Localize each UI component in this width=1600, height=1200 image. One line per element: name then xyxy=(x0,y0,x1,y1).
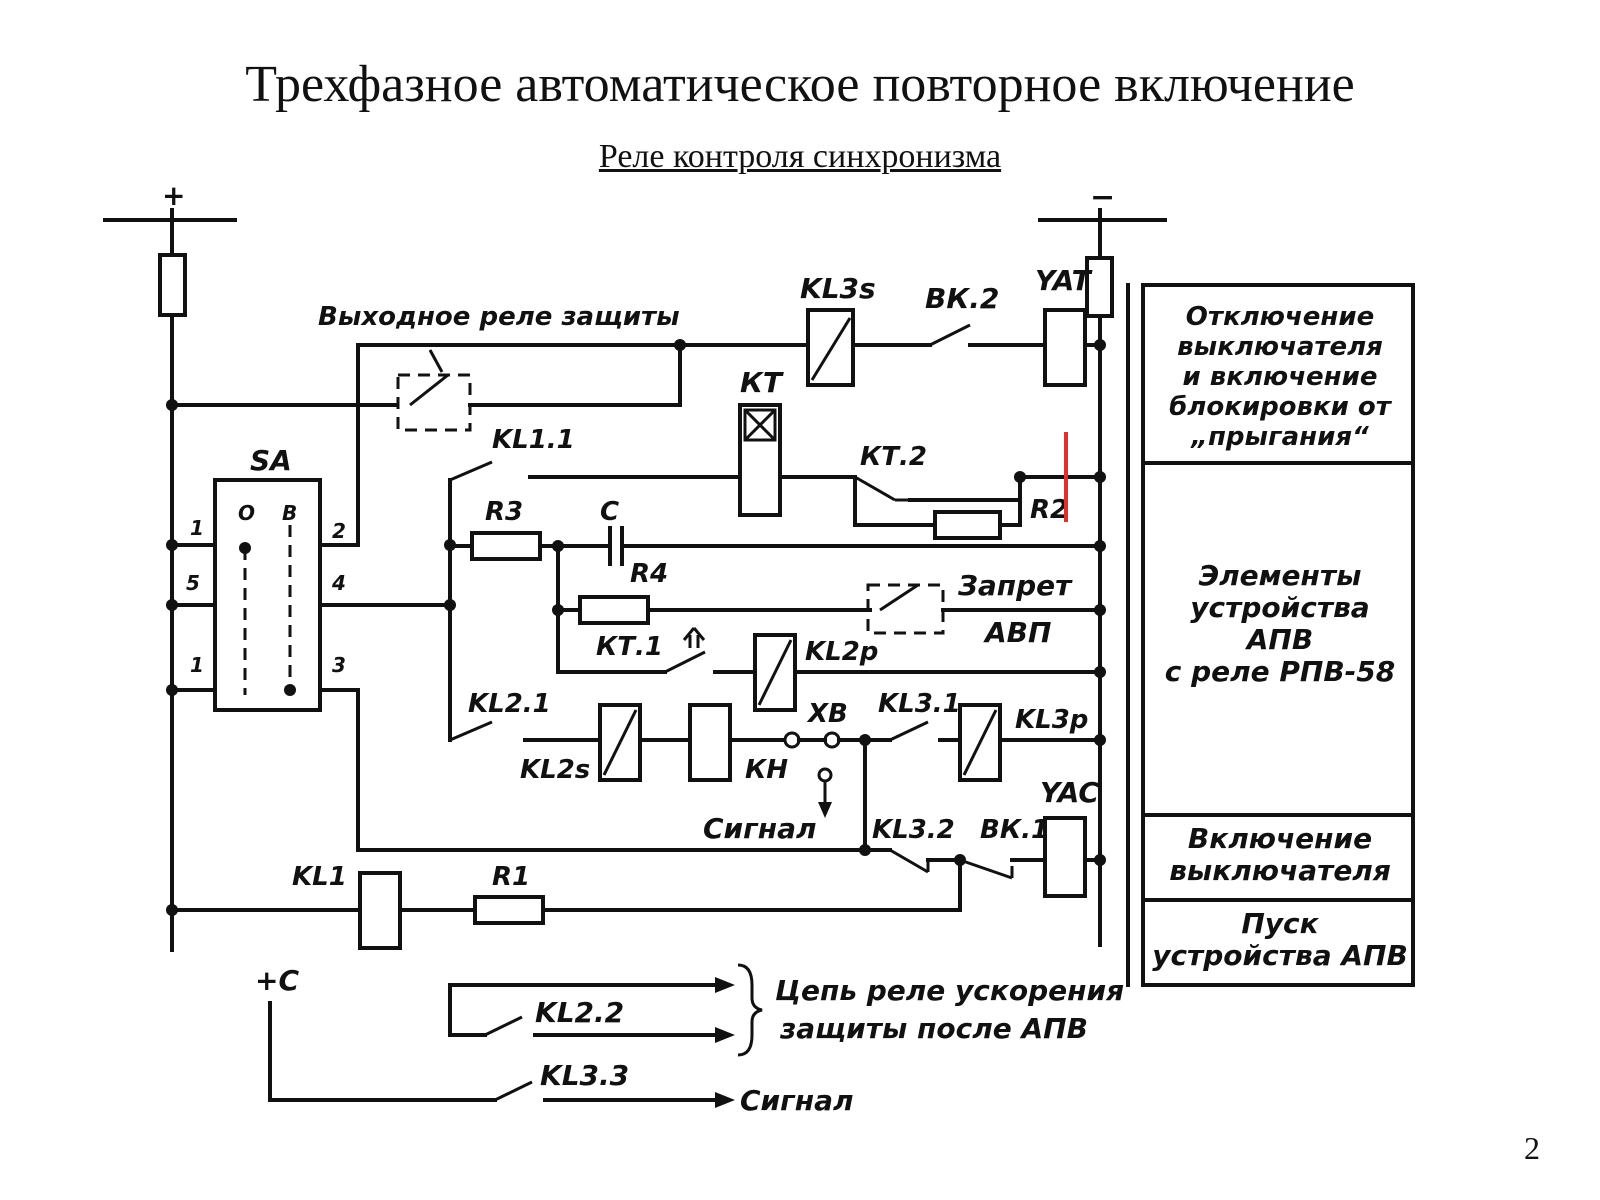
side-block-apv-line: Элементы xyxy=(1199,559,1362,592)
kt-coil: КТ xyxy=(738,366,784,517)
kl31-contact: KL3.1 xyxy=(878,689,961,742)
side-block-start-line: Пуск xyxy=(1241,907,1319,940)
kl11-contact: KL1.1 xyxy=(449,425,575,482)
kl33-contact: KL3.3 xyxy=(268,1059,735,1108)
vk1-label: ВК.1 xyxy=(980,815,1049,845)
kl3p-coil: KL3р xyxy=(958,703,1088,782)
side-block-trip-line: Отключение xyxy=(1186,302,1374,332)
kh-label: КН xyxy=(745,755,788,785)
side-block-trip-line: выключателя xyxy=(1177,332,1383,362)
side-block-start-line: устройства АПВ xyxy=(1152,939,1408,972)
accel-brace xyxy=(737,963,763,1057)
vk1-contact: ВК.1 xyxy=(959,815,1049,880)
side-block-trip-line: и включение xyxy=(1183,362,1378,392)
plus-c-label: +C xyxy=(255,964,299,997)
kt2-contact: КТ.2 xyxy=(854,442,927,502)
vk2-label: ВК.2 xyxy=(925,282,999,315)
kt2-label: КТ.2 xyxy=(860,442,927,472)
kl2p-label: KL2р xyxy=(805,637,878,667)
xb-label: ХВ xyxy=(806,699,848,729)
kt1-label: КТ.1 xyxy=(596,632,663,662)
plus-label: + xyxy=(162,179,185,212)
r3-label: R3 xyxy=(485,497,523,527)
yac-coil: YAC xyxy=(1040,776,1099,898)
zapret-label: Запрет xyxy=(957,569,1073,602)
sa-pin-3: 3 xyxy=(332,653,346,677)
kl31-label: KL3.1 xyxy=(878,689,961,719)
side-block-apv-line: устройства xyxy=(1190,591,1369,624)
sa-o-label: О xyxy=(238,501,255,525)
yat-label: YAT xyxy=(1035,264,1093,297)
side-block-trip-line: „прыгания“ xyxy=(1190,422,1369,452)
slide-subtitle: Реле контроля синхронизма xyxy=(598,138,1002,175)
kl21-label: KL2.1 xyxy=(468,689,551,719)
kl22-label: KL2.2 xyxy=(535,996,624,1029)
sa-pin-1b: 1 xyxy=(190,653,204,677)
signal-1-label: Сигнал xyxy=(703,812,817,845)
minus-label: − xyxy=(1090,180,1115,215)
r2-label: R2 xyxy=(1030,495,1068,525)
zapret-avp-contact: Запрет АВП xyxy=(866,569,1073,649)
side-block-trip: Отключение выключателя и включение блоки… xyxy=(1169,302,1393,452)
side-block-close: Включение выключателя xyxy=(1169,822,1391,887)
slide-title: Трехфазное автоматическое повторное вклю… xyxy=(245,56,1355,113)
side-block-apv-line: с реле РПВ-58 xyxy=(1165,655,1396,688)
side-block-close-line: Включение xyxy=(1188,822,1372,855)
side-block-apv: Элементы устройства АПВ с реле РПВ-58 xyxy=(1165,559,1396,688)
kl22-contact: KL2.2 xyxy=(448,977,735,1043)
plus-bus: + xyxy=(103,179,237,952)
kl33-label: KL3.3 xyxy=(540,1059,629,1092)
kl3s-label: KL3s xyxy=(800,272,876,305)
sa-pin-2: 2 xyxy=(332,519,346,543)
kh-coil: КН xyxy=(688,703,788,785)
kl2s-coil: KL2s xyxy=(520,703,642,785)
kl2p-coil: KL2р xyxy=(753,633,878,712)
r2-resistor: R2 xyxy=(933,495,1068,540)
xb-terminals: ХВ xyxy=(783,699,848,818)
output-relay-contact xyxy=(396,349,472,432)
sa-switch: SA О В 1 5 1 2 4 3 xyxy=(186,444,346,712)
page-number: 2 xyxy=(1524,1130,1540,1166)
accel-label-1: Цепь реле ускорения xyxy=(775,974,1124,1007)
kl11-label: KL1.1 xyxy=(492,425,575,455)
r1-label: R1 xyxy=(492,862,530,892)
side-block-close-line: выключателя xyxy=(1169,854,1391,887)
r4-label: R4 xyxy=(630,559,668,589)
signal-2-label: Сигнал xyxy=(740,1084,854,1117)
yat-coil: YAT xyxy=(1035,264,1093,387)
kl32-label: KL3.2 xyxy=(872,815,955,845)
kl2s-label: KL2s xyxy=(520,755,590,785)
side-block-start: Пуск устройства АПВ xyxy=(1152,907,1408,972)
kt1-contact: КТ.1 xyxy=(596,627,706,674)
r3-resistor: R3 xyxy=(470,497,542,561)
sa-pin-4: 4 xyxy=(331,571,346,595)
kl3p-label: KL3р xyxy=(1015,705,1088,735)
kl1-label: KL1 xyxy=(292,862,347,892)
side-panel xyxy=(1126,283,1415,987)
sa-pin-1a: 1 xyxy=(190,516,204,540)
accel-label-2: защиты после АПВ xyxy=(779,1012,1088,1045)
avp-label: АВП xyxy=(983,616,1051,649)
kl1-coil: KL1 xyxy=(292,862,402,950)
kl3s-coil: KL3s xyxy=(800,272,876,387)
r4-resistor: R4 xyxy=(578,559,668,625)
side-block-trip-line: блокировки от xyxy=(1169,392,1393,422)
sa-v-label: В xyxy=(282,501,297,525)
c-label: C xyxy=(600,497,619,527)
side-block-apv-line: АПВ xyxy=(1245,623,1313,656)
sa-pin-5: 5 xyxy=(186,571,200,595)
c-capacitor: C xyxy=(600,497,624,566)
sa-label: SA xyxy=(250,444,292,477)
kl32-contact: KL3.2 xyxy=(872,815,955,874)
minus-bus: − xyxy=(1038,180,1167,947)
kl21-contact: KL2.1 xyxy=(449,689,551,742)
output-relay-label: Выходное реле защиты xyxy=(318,302,680,332)
kt-label: КТ xyxy=(740,366,784,399)
yac-label: YAC xyxy=(1040,776,1099,809)
r1-resistor: R1 xyxy=(473,862,545,925)
vk2-contact: ВК.2 xyxy=(925,282,999,347)
